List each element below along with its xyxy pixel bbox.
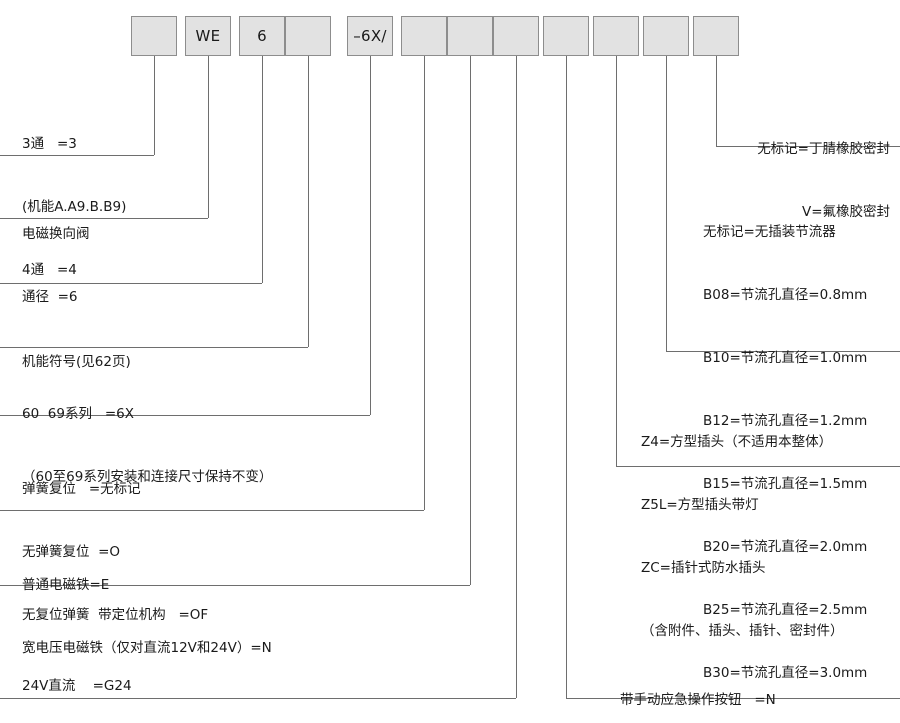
code-box-3[interactable]: 6 (239, 16, 285, 56)
leader-hline-valve-type (0, 218, 208, 219)
leader-hline-size (0, 283, 262, 284)
leader-hline-series (0, 415, 370, 416)
code-box-2[interactable]: WE (185, 16, 231, 56)
code-box-8[interactable] (493, 16, 539, 56)
note-size: 通径 =6 (22, 289, 78, 305)
leader-hline-manual-button (566, 698, 900, 699)
note-series: 60 69系列 =6X （60至69系列安装和连接尺寸保持不变） (22, 406, 273, 485)
note-throttle: 无标记=无插装节流器 B08=节流孔直径=0.8mm B10=节流孔直径=1.0… (703, 224, 868, 681)
code-box-1[interactable] (131, 16, 177, 56)
leader-vline-solenoid (470, 56, 471, 585)
code-box-4[interactable] (285, 16, 331, 56)
note-plug: Z4=方型插头（不适用本整体） Z5L=方型插头带灯 ZC=插针式防水插头 （含… (641, 434, 844, 639)
leader-vline-valve-type (208, 56, 209, 218)
note-valve-type: 电磁换向阀 (22, 226, 90, 242)
code-box-10[interactable] (593, 16, 639, 56)
leader-hline-solenoid (0, 585, 470, 586)
note-solenoid-type: 普通电磁铁=E 宽电压电磁铁（仅对直流12V和24V）=N (22, 577, 272, 656)
code-box-11[interactable] (643, 16, 689, 56)
leader-vline-seal (716, 56, 717, 146)
leader-hline-seal (716, 146, 900, 147)
leader-vline-series (370, 56, 371, 415)
code-box-7[interactable] (447, 16, 493, 56)
leader-vline-symbol (308, 56, 309, 347)
leader-vline-spring (424, 56, 425, 510)
code-box-12[interactable] (693, 16, 739, 56)
note-manual-emergency-button: 带手动应急操作按钮 =N (620, 692, 776, 708)
note-function-symbol: 机能符号(见62页) (22, 354, 131, 370)
leader-vline-plug (616, 56, 617, 466)
leader-vline-voltage (516, 56, 517, 698)
leader-hline-spring (0, 510, 424, 511)
leader-hline-symbol (0, 347, 308, 348)
note-ways: 3通 =3 (机能A.A9.B.B9) 4通 =4 (22, 136, 127, 278)
code-box-9[interactable] (543, 16, 589, 56)
leader-hline-ways (0, 155, 154, 156)
leader-hline-voltage (0, 698, 516, 699)
leader-vline-ways (154, 56, 155, 155)
code-box-6[interactable] (401, 16, 447, 56)
code-box-5[interactable]: –6X/ (347, 16, 393, 56)
leader-hline-plug (616, 466, 900, 467)
note-seal: 无标记=丁腈橡胶密封 V=氟橡胶密封 (757, 141, 890, 220)
note-voltage: 24V直流 =G24 220V交流.50Hz =W220–50 220V交流本整… (22, 678, 132, 694)
note-spring-return: 弹簧复位 =无标记 无弹簧复位 =O 无复位弹簧 带定位机构 =OF (22, 481, 209, 623)
leader-hline-throttle (666, 351, 900, 352)
leader-vline-manual-button (566, 56, 567, 698)
leader-vline-size (262, 56, 263, 283)
leader-vline-throttle (666, 56, 667, 351)
